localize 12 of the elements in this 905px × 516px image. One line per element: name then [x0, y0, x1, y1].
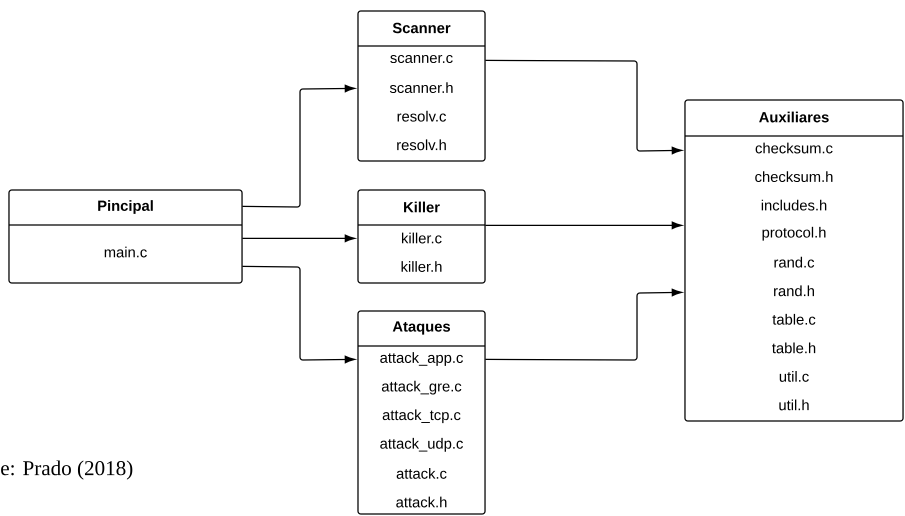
class-box: Scanner scanner.c scanner.h resolv.c resolv.h: [357, 10, 486, 162]
class-box: Killer killer.c killer.h: [357, 189, 486, 284]
arrow: [242, 234, 356, 242]
arrow: [242, 266, 356, 364]
source-note: e: Prado (2018): [1, 460, 132, 480]
class-box: Ataques attack_app.c attack_gre.c attack_tcp.c attack_udp.c attack.c attack.h: [357, 310, 486, 515]
arrow: [486, 222, 682, 230]
class-box: Auxiliares checksum.c checksum.h includes.h protocol.h rand.c rand.h table.c table.h util.c util.h: [684, 99, 904, 422]
arrow: [486, 288, 682, 361]
arrow: [242, 84, 356, 208]
class-box: Pincipal main.c: [8, 189, 243, 284]
arrow: [486, 60, 682, 154]
